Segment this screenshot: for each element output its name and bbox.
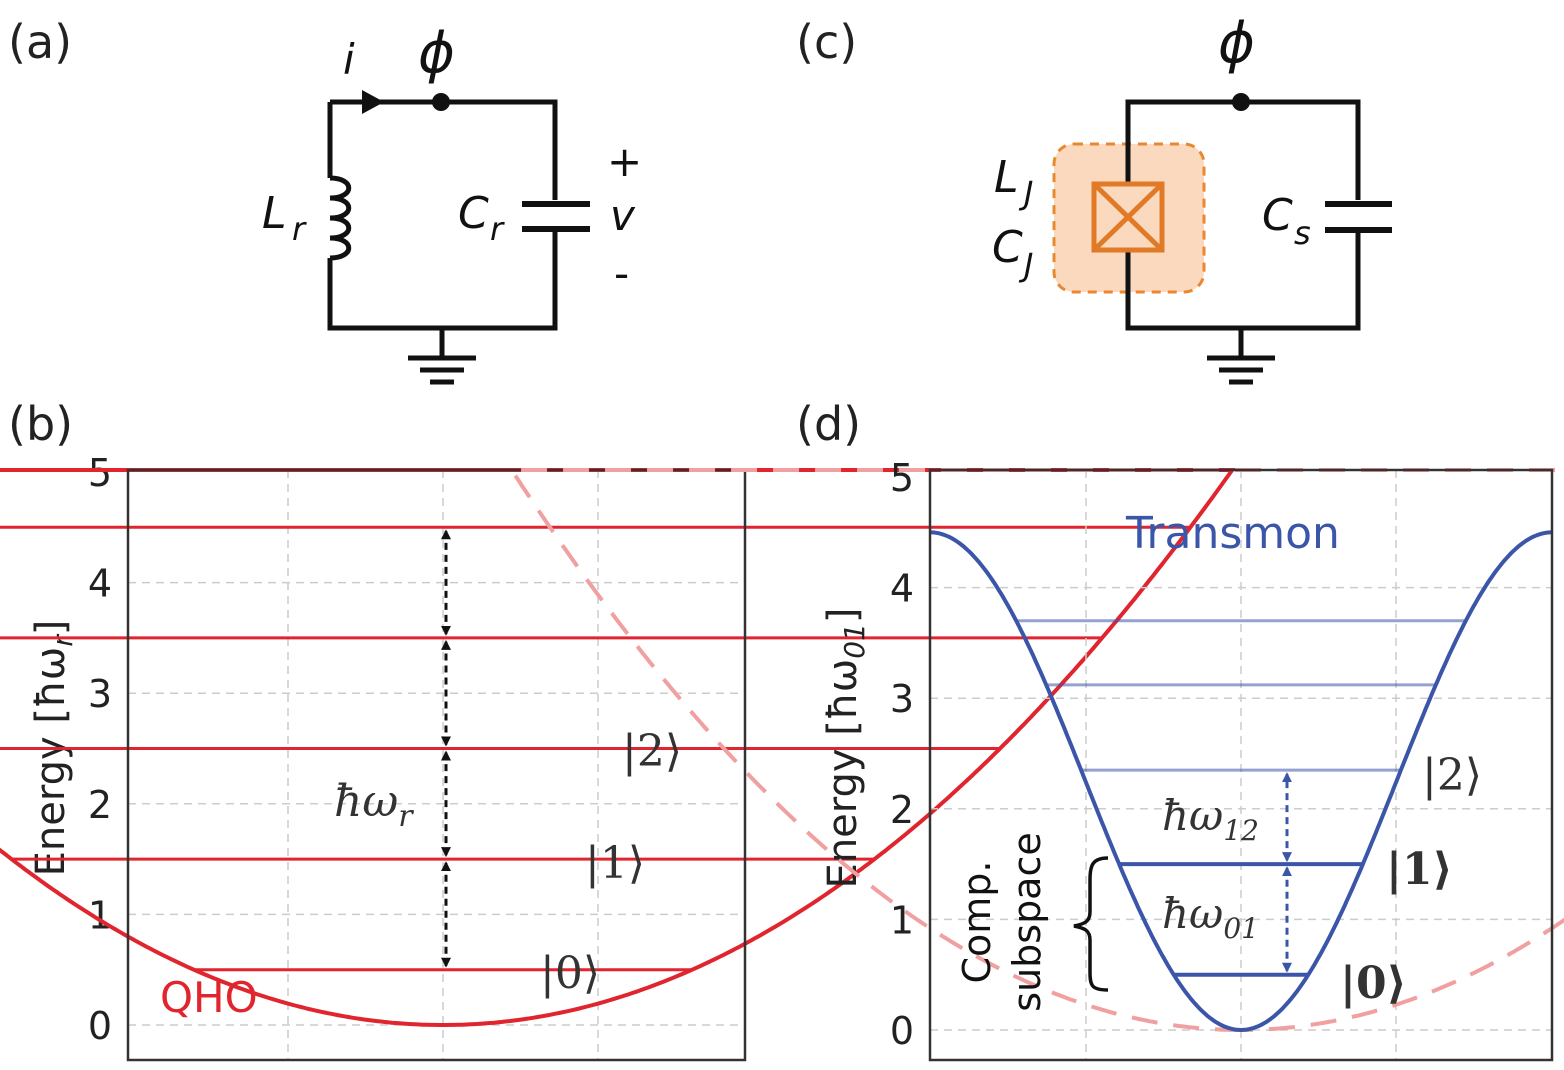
y-tick-label: 3 — [88, 672, 112, 716]
y-tick-label: 1 — [890, 898, 914, 942]
subspace-label-line1: Comp. — [955, 861, 999, 984]
y-tick-label: 0 — [890, 1009, 914, 1053]
junction-L-main: L — [994, 152, 1019, 203]
y-tick-label: 2 — [890, 788, 914, 832]
panel-a-circuit: (a) i ϕ L r C r + v - — [8, 15, 642, 385]
y-tick-label: 4 — [88, 562, 112, 606]
series-label: QHO — [160, 973, 258, 1022]
subspace-brace-icon — [1073, 856, 1109, 992]
y-tick-label: 2 — [88, 783, 112, 827]
panel-d-label: (d) — [796, 397, 861, 451]
w01-label: ħω01 — [1162, 889, 1259, 945]
energy-levels — [0, 525, 1191, 972]
transmon-potential-curve — [929, 530, 1553, 1033]
ket-0-label: |0⟩ — [540, 948, 600, 999]
plot-frame — [928, 468, 1554, 1062]
panel-d-chart: (d) 0 1 2 3 4 5 Energy [ħω01] Transmon ħ… — [508, 397, 1564, 1062]
w12-label-sub: 12 — [1223, 814, 1259, 847]
junction-L-sub: J — [1018, 174, 1033, 212]
y-tick-labels: 0 1 2 3 4 5 — [88, 451, 112, 1048]
y-axis-label: Energy [ħω01] — [820, 608, 871, 889]
current-label: i — [343, 35, 355, 84]
node-phi-label: ϕ — [1218, 11, 1255, 76]
panel-b-chart: (b) 0 1 2 3 4 5 Energy [ħωr] QHO ħωr |0⟩… — [0, 397, 1237, 1062]
josephson-junction-icon — [1091, 181, 1165, 253]
y-axis-label-text: Energy [ħω — [820, 659, 866, 889]
voltage-minus: - — [614, 249, 629, 298]
ket-1-label: |1⟩ — [585, 838, 645, 889]
junction-C-main: C — [992, 222, 1023, 273]
ket-1-label: |1⟩ — [1386, 844, 1453, 895]
w01-label-sub: 01 — [1223, 912, 1259, 945]
panel-c-circuit: (c) ϕ L J C J C s — [796, 11, 1392, 385]
energy-levels — [1016, 619, 1466, 977]
ket-2-label: |2⟩ — [1422, 750, 1482, 801]
subspace-label-line2: subspace — [1005, 832, 1049, 1011]
junction-cross-2 — [1092, 182, 1164, 252]
spacing-label: ħωr — [334, 776, 414, 834]
series-label: Transmon — [1125, 508, 1340, 559]
capacitor-label-main: C — [458, 188, 489, 239]
capacitor-label-sub: r — [490, 210, 505, 248]
y-tick-label: 0 — [88, 1004, 112, 1048]
w12-label: ħω12 — [1162, 791, 1259, 847]
y-tick-label: 5 — [88, 451, 112, 495]
circuit-a-wires — [327, 99, 558, 331]
shunt-capacitor-label-sub: s — [1294, 214, 1311, 252]
current-arrow-icon — [362, 90, 384, 114]
y-axis-label-close: ] — [820, 608, 866, 624]
w01-label-main: ħω — [1162, 889, 1223, 938]
spacing-label-sub: r — [398, 799, 414, 834]
node-dot — [432, 93, 450, 111]
voltage-plus: + — [607, 137, 642, 186]
y-tick-label: 3 — [890, 677, 914, 721]
ket-2-label: |2⟩ — [622, 726, 682, 777]
node-phi-label: ϕ — [418, 21, 455, 86]
node-dot — [1232, 93, 1250, 111]
grid — [930, 470, 1552, 1060]
inductor-label-sub: r — [292, 210, 307, 248]
inductor-symbol — [329, 175, 352, 261]
plot-frame — [126, 468, 747, 1062]
panel-a-label: (a) — [8, 15, 72, 69]
y-tick-label: 4 — [890, 567, 914, 611]
panel-c-label: (c) — [796, 15, 857, 69]
y-axis-label-sub: 01 — [838, 623, 871, 659]
shunt-capacitor-label-main: C — [1262, 190, 1293, 241]
spacing-label-main: ħω — [334, 776, 398, 827]
w12-label-main: ħω — [1162, 791, 1223, 840]
y-tick-labels: 0 1 2 3 4 5 — [890, 456, 914, 1053]
y-axis-label: Energy [ħωr] — [28, 620, 79, 877]
y-axis-label-close: ] — [28, 620, 74, 636]
voltage-label: v — [610, 191, 636, 240]
ket-0-label: |0⟩ — [1340, 958, 1407, 1009]
y-axis-label-text: Energy [ħω — [28, 647, 74, 877]
inductor-label-main: L — [262, 188, 287, 239]
panel-b-label: (b) — [8, 397, 73, 451]
y-tick-label: 5 — [890, 456, 914, 500]
